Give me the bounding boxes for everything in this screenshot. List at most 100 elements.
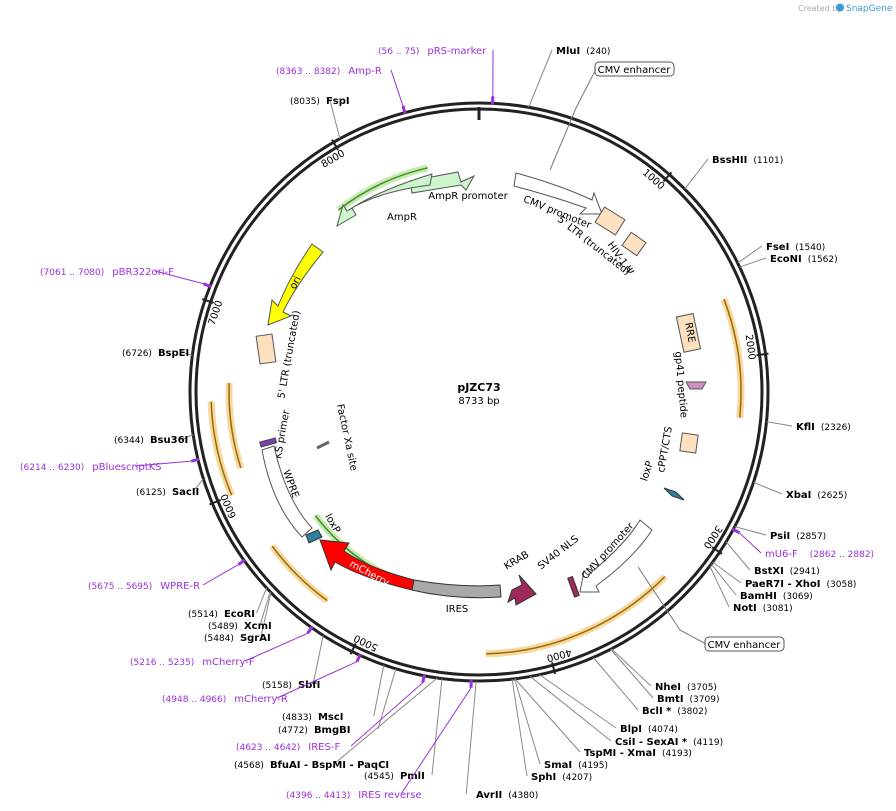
primer-mark: [306, 625, 314, 635]
factor-xa-mark[interactable]: [316, 440, 330, 450]
primer-leader: [276, 661, 358, 699]
site-name: FseI: [766, 242, 789, 253]
site-position: (6125): [136, 488, 166, 498]
site-position: (5484): [204, 634, 234, 644]
site-position: (3081): [763, 604, 793, 614]
tick-label: 2000: [743, 334, 757, 361]
loxp-lower-mark[interactable]: [305, 529, 323, 544]
site-leader: [431, 678, 443, 776]
site-name: BmgBI: [314, 725, 351, 736]
ltr-left-label: 5' LTR (truncated): [276, 310, 302, 400]
ampr-arrow[interactable]: [336, 173, 433, 228]
tick-mark: [331, 139, 339, 151]
site-leader: [739, 257, 767, 268]
site-name: EcoRI: [224, 609, 255, 620]
site-label: BssHII(1101): [712, 155, 783, 166]
krab-arrow[interactable]: [507, 574, 537, 606]
site-position: (3705): [687, 683, 717, 693]
primer-position: (2862 .. 2882): [810, 550, 874, 560]
ori-arrow[interactable]: [267, 243, 324, 326]
primer-label: (5675 .. 5695) WPRE-R: [88, 581, 200, 592]
site-leader: [465, 680, 477, 795]
site-label: (4772) BmgBI: [278, 725, 350, 736]
site-name: MscI: [318, 712, 344, 723]
site-label: NheI(3705): [655, 682, 717, 693]
primer-leader: [134, 460, 192, 467]
primer-name: mCherry-F: [202, 657, 255, 668]
site-label: TspMI - XmaI(4193): [584, 748, 692, 759]
wpre-box[interactable]: [261, 445, 313, 538]
primer-leader: [350, 682, 424, 747]
site-name: MluI: [556, 46, 580, 57]
site-position: (1562): [808, 255, 838, 265]
site-name: BamHI: [740, 591, 777, 602]
site-label: CsiI - SexAI *(4119): [615, 737, 723, 748]
cmv-enhancer-lower-label: CMV enhancer: [708, 640, 782, 651]
site-leader: [260, 592, 272, 638]
site-label: (5484)SgrAI: [204, 633, 271, 644]
primer-mark: [237, 558, 246, 566]
site-label: MluI (240): [556, 46, 610, 57]
site-position: (4568): [234, 761, 264, 771]
site-label: (6726)BspEI: [122, 348, 189, 359]
snapgene-brand-text: SnapGene: [846, 4, 893, 14]
site-leader: [193, 478, 204, 492]
tick-mark: [201, 298, 214, 304]
rre-box[interactable]: [675, 312, 702, 353]
ires-box[interactable]: [411, 579, 502, 599]
site-leader: [329, 99, 341, 139]
primer-label: mU6-F(2862 .. 2882): [765, 549, 874, 560]
hiv-psi-box[interactable]: [621, 231, 647, 257]
primer-position: (6214 .. 6230): [20, 463, 84, 473]
site-position: (4772): [278, 726, 308, 736]
krab-label: KRAB: [502, 549, 531, 572]
site-leader: [333, 677, 438, 765]
site-label: (4545)PmlI: [364, 771, 425, 782]
site-leader: [753, 481, 783, 495]
ires-label: IRES: [446, 604, 469, 615]
site-name: BlpI: [620, 724, 642, 735]
primer-position: (4623 .. 4642): [236, 743, 300, 753]
site-name: BmtI: [657, 694, 684, 705]
site-leader: [611, 648, 652, 687]
orange-arcs: [207, 297, 745, 658]
site-leader: [259, 591, 271, 626]
ampr-promoter-arrow[interactable]: [409, 171, 476, 194]
site-position: (2625): [817, 491, 847, 501]
loxp-right-mark[interactable]: [663, 487, 685, 501]
cmv-promoter-lower-arrow[interactable]: [579, 519, 653, 593]
tick-mark: [209, 498, 222, 506]
site-label: (5489)XcmI: [208, 621, 272, 632]
site-label: KflI(2326): [796, 422, 851, 433]
site-leader: [737, 245, 763, 264]
ks-primer-mark[interactable]: [259, 437, 278, 448]
gp41-mark[interactable]: [685, 381, 707, 390]
cppt-box[interactable]: [679, 432, 699, 454]
sv40-nls-mark[interactable]: [567, 575, 580, 598]
ltr-upper-box[interactable]: [594, 206, 626, 236]
orange-arc-line: [228, 382, 242, 469]
primer-position: (5675 .. 5695): [88, 582, 152, 592]
site-position: (4207): [562, 773, 592, 783]
primer-name: WPRE-R: [160, 581, 200, 592]
ltr-left-box[interactable]: [255, 333, 277, 365]
site-label: SphI(4207): [531, 772, 592, 783]
primer-label: (56 .. 75)pRS-marker: [378, 46, 487, 57]
site-position: (240): [586, 47, 610, 57]
primer-name: pBluescriptKS: [92, 462, 161, 473]
site-name: XbaI: [786, 490, 811, 501]
site-leader: [766, 421, 793, 427]
tick-mark: [662, 171, 673, 183]
cmv-promoter-upper-arrow[interactable]: [513, 172, 603, 215]
primer-mark: [731, 527, 741, 535]
mcherry-arrow[interactable]: [319, 539, 415, 591]
primer-mark: [202, 282, 212, 289]
tick-mark: [756, 352, 769, 357]
site-label: FseI(1540): [766, 242, 825, 253]
site-name: Bsu36I: [150, 435, 188, 446]
site-leader: [256, 587, 268, 614]
site-name: BstXI: [754, 566, 784, 577]
cmv-enhancer-upper-box: [594, 61, 675, 77]
